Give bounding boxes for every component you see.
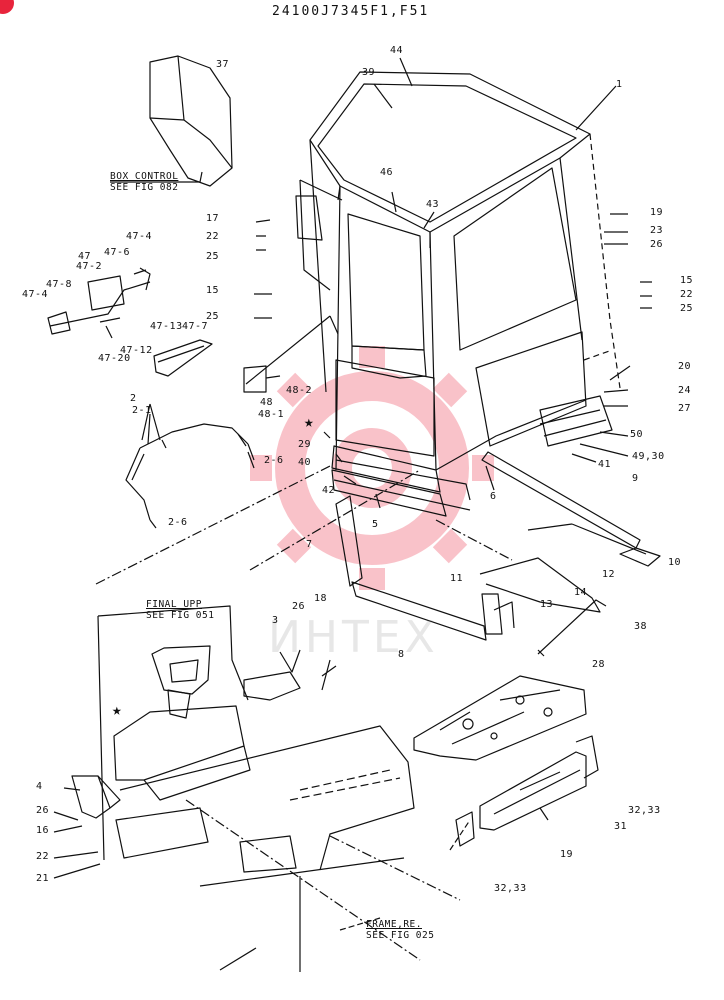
part-label: 38 bbox=[634, 621, 648, 632]
part-label: 47-8 bbox=[46, 279, 73, 290]
part-label: 2-1 bbox=[132, 405, 152, 416]
part-label: 29 bbox=[298, 439, 312, 450]
part-label: 42 bbox=[322, 485, 336, 496]
part-label: 20 bbox=[678, 361, 692, 372]
part-label: 47-12 bbox=[120, 345, 153, 356]
part-label: 23 bbox=[650, 225, 664, 236]
part-label: 21 bbox=[36, 873, 50, 884]
ref-frame-re: FRAME,RE. SEE FIG 025 bbox=[366, 919, 435, 941]
part-label: 12 bbox=[602, 569, 616, 580]
part-label: 39 bbox=[362, 67, 376, 78]
corner-badge-icon bbox=[0, 0, 14, 14]
part-label: 15 bbox=[680, 275, 694, 286]
part-label: 3 bbox=[272, 615, 279, 626]
part-label: 37 bbox=[216, 59, 230, 70]
watermark-text: ИНТЕХ bbox=[268, 612, 439, 663]
part-label: 50 bbox=[630, 429, 644, 440]
part-label: 22 bbox=[36, 851, 50, 862]
part-label: 47-2 bbox=[76, 261, 103, 272]
part-label: 46 bbox=[380, 167, 394, 178]
star-marker: ★ bbox=[112, 700, 122, 719]
part-label: 47-20 bbox=[98, 353, 131, 364]
part-label: 4 bbox=[36, 781, 43, 792]
part-label: 10 bbox=[668, 557, 682, 568]
drawing-code: 24100J7345F1,F51 bbox=[272, 4, 430, 19]
part-label: 16 bbox=[36, 825, 50, 836]
part-label: 48-2 bbox=[286, 385, 313, 396]
part-label: 17 bbox=[206, 213, 220, 224]
part-label: 9 bbox=[632, 473, 639, 484]
part-label: 1 bbox=[616, 79, 623, 90]
part-label: 19 bbox=[650, 207, 664, 218]
watermark-gear-icon bbox=[250, 346, 494, 590]
part-label: 43 bbox=[426, 199, 440, 210]
star-marker: ★ bbox=[304, 412, 314, 431]
part-label: 41 bbox=[598, 459, 612, 470]
part-label: 5 bbox=[372, 519, 379, 530]
part-label: 18 bbox=[314, 593, 328, 604]
part-label: 32,33 bbox=[494, 883, 527, 894]
part-label: 28 bbox=[592, 659, 606, 670]
part-label: 14 bbox=[574, 587, 588, 598]
ref-box-control: BOX CONTROL SEE FIG 082 bbox=[110, 171, 179, 193]
part-label: 2-6 bbox=[168, 517, 188, 528]
part-label: 47-13 bbox=[150, 321, 183, 332]
part-label: 19 bbox=[560, 849, 574, 860]
part-label: 32,33 bbox=[628, 805, 661, 816]
part-label: 40 bbox=[298, 457, 312, 468]
part-label: 47-4 bbox=[22, 289, 49, 300]
part-label: 24 bbox=[678, 385, 692, 396]
part-label: 26 bbox=[650, 239, 664, 250]
part-label: 47-6 bbox=[104, 247, 131, 258]
part-label: 47-7 bbox=[182, 321, 209, 332]
part-label: 48 bbox=[260, 397, 274, 408]
part-label: 26 bbox=[292, 601, 306, 612]
part-label: 47-4 bbox=[126, 231, 153, 242]
part-label: 7 bbox=[306, 539, 313, 550]
part-label: 22 bbox=[680, 289, 694, 300]
part-label: 26 bbox=[36, 805, 50, 816]
part-label: 25 bbox=[680, 303, 694, 314]
ref-final-upp: FINAL UPP SEE FIG 051 bbox=[146, 599, 215, 621]
part-label: 2-6 bbox=[264, 455, 284, 466]
part-label: 27 bbox=[678, 403, 692, 414]
part-label: 22 bbox=[206, 231, 220, 242]
part-label: 8 bbox=[398, 649, 405, 660]
part-label: 25 bbox=[206, 251, 220, 262]
part-label: 31 bbox=[614, 821, 628, 832]
part-label: 47 bbox=[78, 251, 92, 262]
part-label: 13 bbox=[540, 599, 554, 610]
part-label: 25 bbox=[206, 311, 220, 322]
part-label: 48-1 bbox=[258, 409, 285, 420]
part-label: 15 bbox=[206, 285, 220, 296]
part-label: 44 bbox=[390, 45, 404, 56]
part-label: 6 bbox=[490, 491, 497, 502]
part-label: 2 bbox=[130, 393, 137, 404]
part-label: 49,30 bbox=[632, 451, 665, 462]
part-label: 11 bbox=[450, 573, 464, 584]
